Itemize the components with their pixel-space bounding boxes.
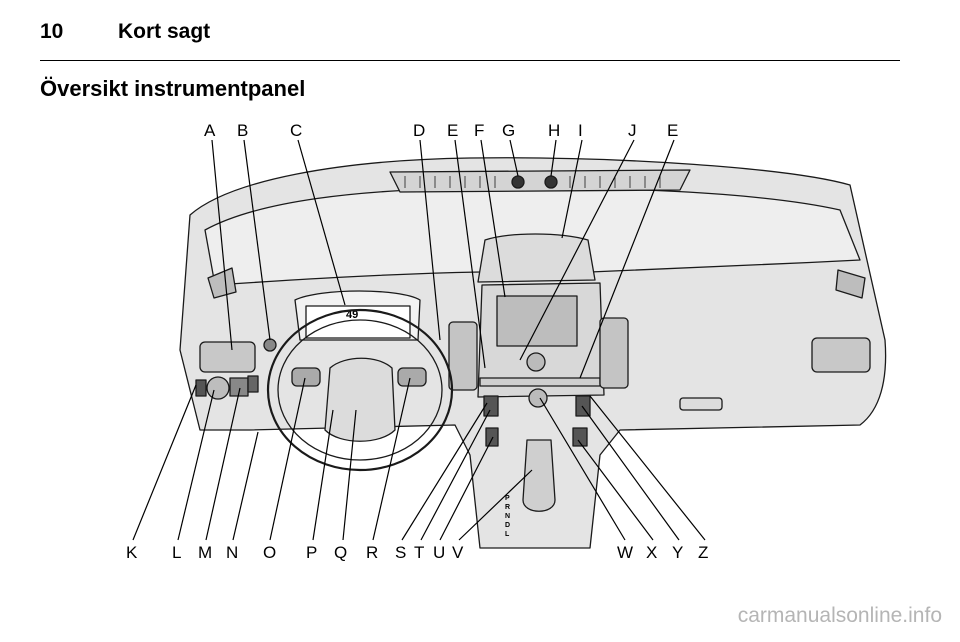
callout-a: A — [204, 121, 216, 140]
gear-letter-p: P — [505, 495, 510, 502]
callout-i: I — [578, 121, 583, 140]
callout-b: B — [237, 121, 248, 140]
callout-c: C — [290, 121, 302, 140]
callout-w: W — [617, 543, 633, 562]
callout-e: E — [447, 121, 458, 140]
callout-m: M — [198, 543, 212, 562]
callout-g: G — [502, 121, 515, 140]
page-number: 10 — [40, 20, 64, 43]
callout-l: L — [172, 543, 181, 562]
gear-letter-d: D — [505, 522, 510, 529]
callout-v: V — [452, 543, 464, 562]
section-heading: Översikt instrumentpanel — [40, 76, 306, 101]
cluster-speed-readout: 49 — [346, 309, 358, 321]
callout-q: Q — [334, 543, 347, 562]
callout-n: N — [226, 543, 238, 562]
gear-letter-l: L — [505, 531, 510, 538]
callout-f: F — [474, 121, 484, 140]
callout-u: U — [433, 543, 445, 562]
page-header: 10 Kort sagt — [40, 20, 900, 61]
callout-x: X — [646, 543, 657, 562]
callout-z: Z — [698, 543, 708, 562]
watermark: carmanualsonline.info — [737, 604, 942, 627]
callout-p: P — [306, 543, 317, 562]
callout-j: J — [628, 121, 637, 140]
callout-h: H — [548, 121, 560, 140]
callout-y: Y — [672, 543, 683, 562]
page-running-title: Kort sagt — [118, 20, 211, 43]
callout-e-right: E — [667, 121, 678, 140]
callout-d: D — [413, 121, 425, 140]
callout-s: S — [395, 543, 406, 562]
callout-t: T — [414, 543, 424, 562]
gear-letter-n: N — [505, 513, 510, 520]
callout-o: O — [263, 543, 276, 562]
callout-k: K — [126, 543, 138, 562]
callout-r: R — [366, 543, 378, 562]
gear-letter-r: R — [505, 504, 510, 511]
